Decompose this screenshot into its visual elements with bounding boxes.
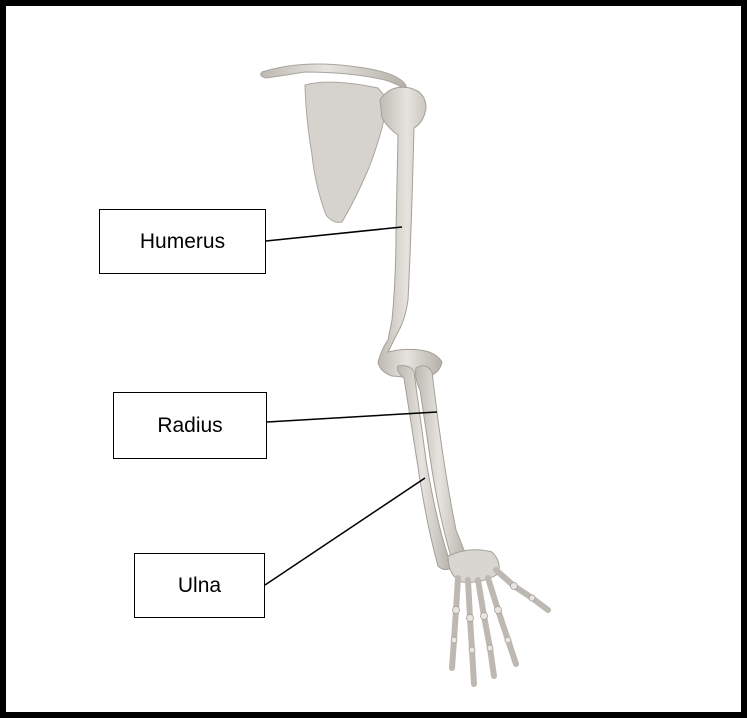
humerus-label: Humerus (140, 230, 225, 254)
radius-label: Radius (157, 414, 222, 438)
ulna-leader-line (265, 478, 425, 585)
hand-phalanges (452, 570, 548, 684)
ulna-label-box: Ulna (134, 553, 265, 618)
humerus-bone (378, 87, 442, 377)
scapula-bone (305, 82, 388, 222)
humerus-leader-line (266, 227, 402, 241)
humerus-label-box: Humerus (99, 209, 266, 274)
ulna-label: Ulna (178, 574, 221, 598)
radius-label-box: Radius (113, 392, 267, 459)
